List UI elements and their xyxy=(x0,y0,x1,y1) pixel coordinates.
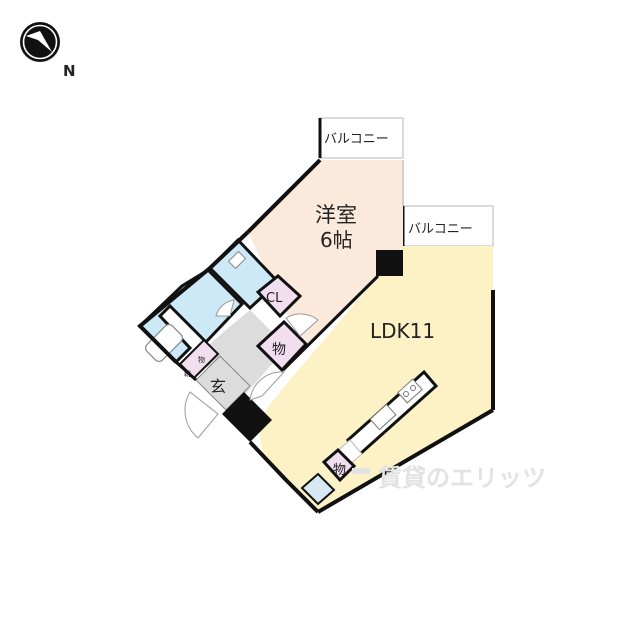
balcony-1-label: バルコニー xyxy=(324,132,389,147)
balcony-2-label: バルコニー xyxy=(408,222,473,237)
ldk-label: LDK11 xyxy=(370,319,435,343)
storage-hall-label: 物 xyxy=(272,342,286,358)
ldk-room xyxy=(258,246,493,512)
kitchen-counter xyxy=(335,369,439,467)
utility-box xyxy=(300,472,336,506)
entrance-label: 玄 xyxy=(210,377,226,396)
western-room-size: 6帖 xyxy=(320,228,353,252)
entrance xyxy=(195,355,251,411)
compass-icon xyxy=(20,22,60,62)
storage-kitchen-label: 物 xyxy=(333,463,346,478)
watermark: 賃貸のエリッツ xyxy=(377,464,546,492)
closet-label: CL xyxy=(266,291,283,306)
western-room-label: 洋室 xyxy=(315,203,357,227)
storage-kitchen xyxy=(321,447,357,483)
closet xyxy=(255,274,303,319)
balcony-2: バルコニー xyxy=(401,205,494,250)
storage-hall xyxy=(255,319,309,373)
storage-entry-label: 物 xyxy=(198,355,205,364)
compass-north-label: N xyxy=(63,62,76,80)
balcony-1: バルコニー xyxy=(318,117,404,159)
